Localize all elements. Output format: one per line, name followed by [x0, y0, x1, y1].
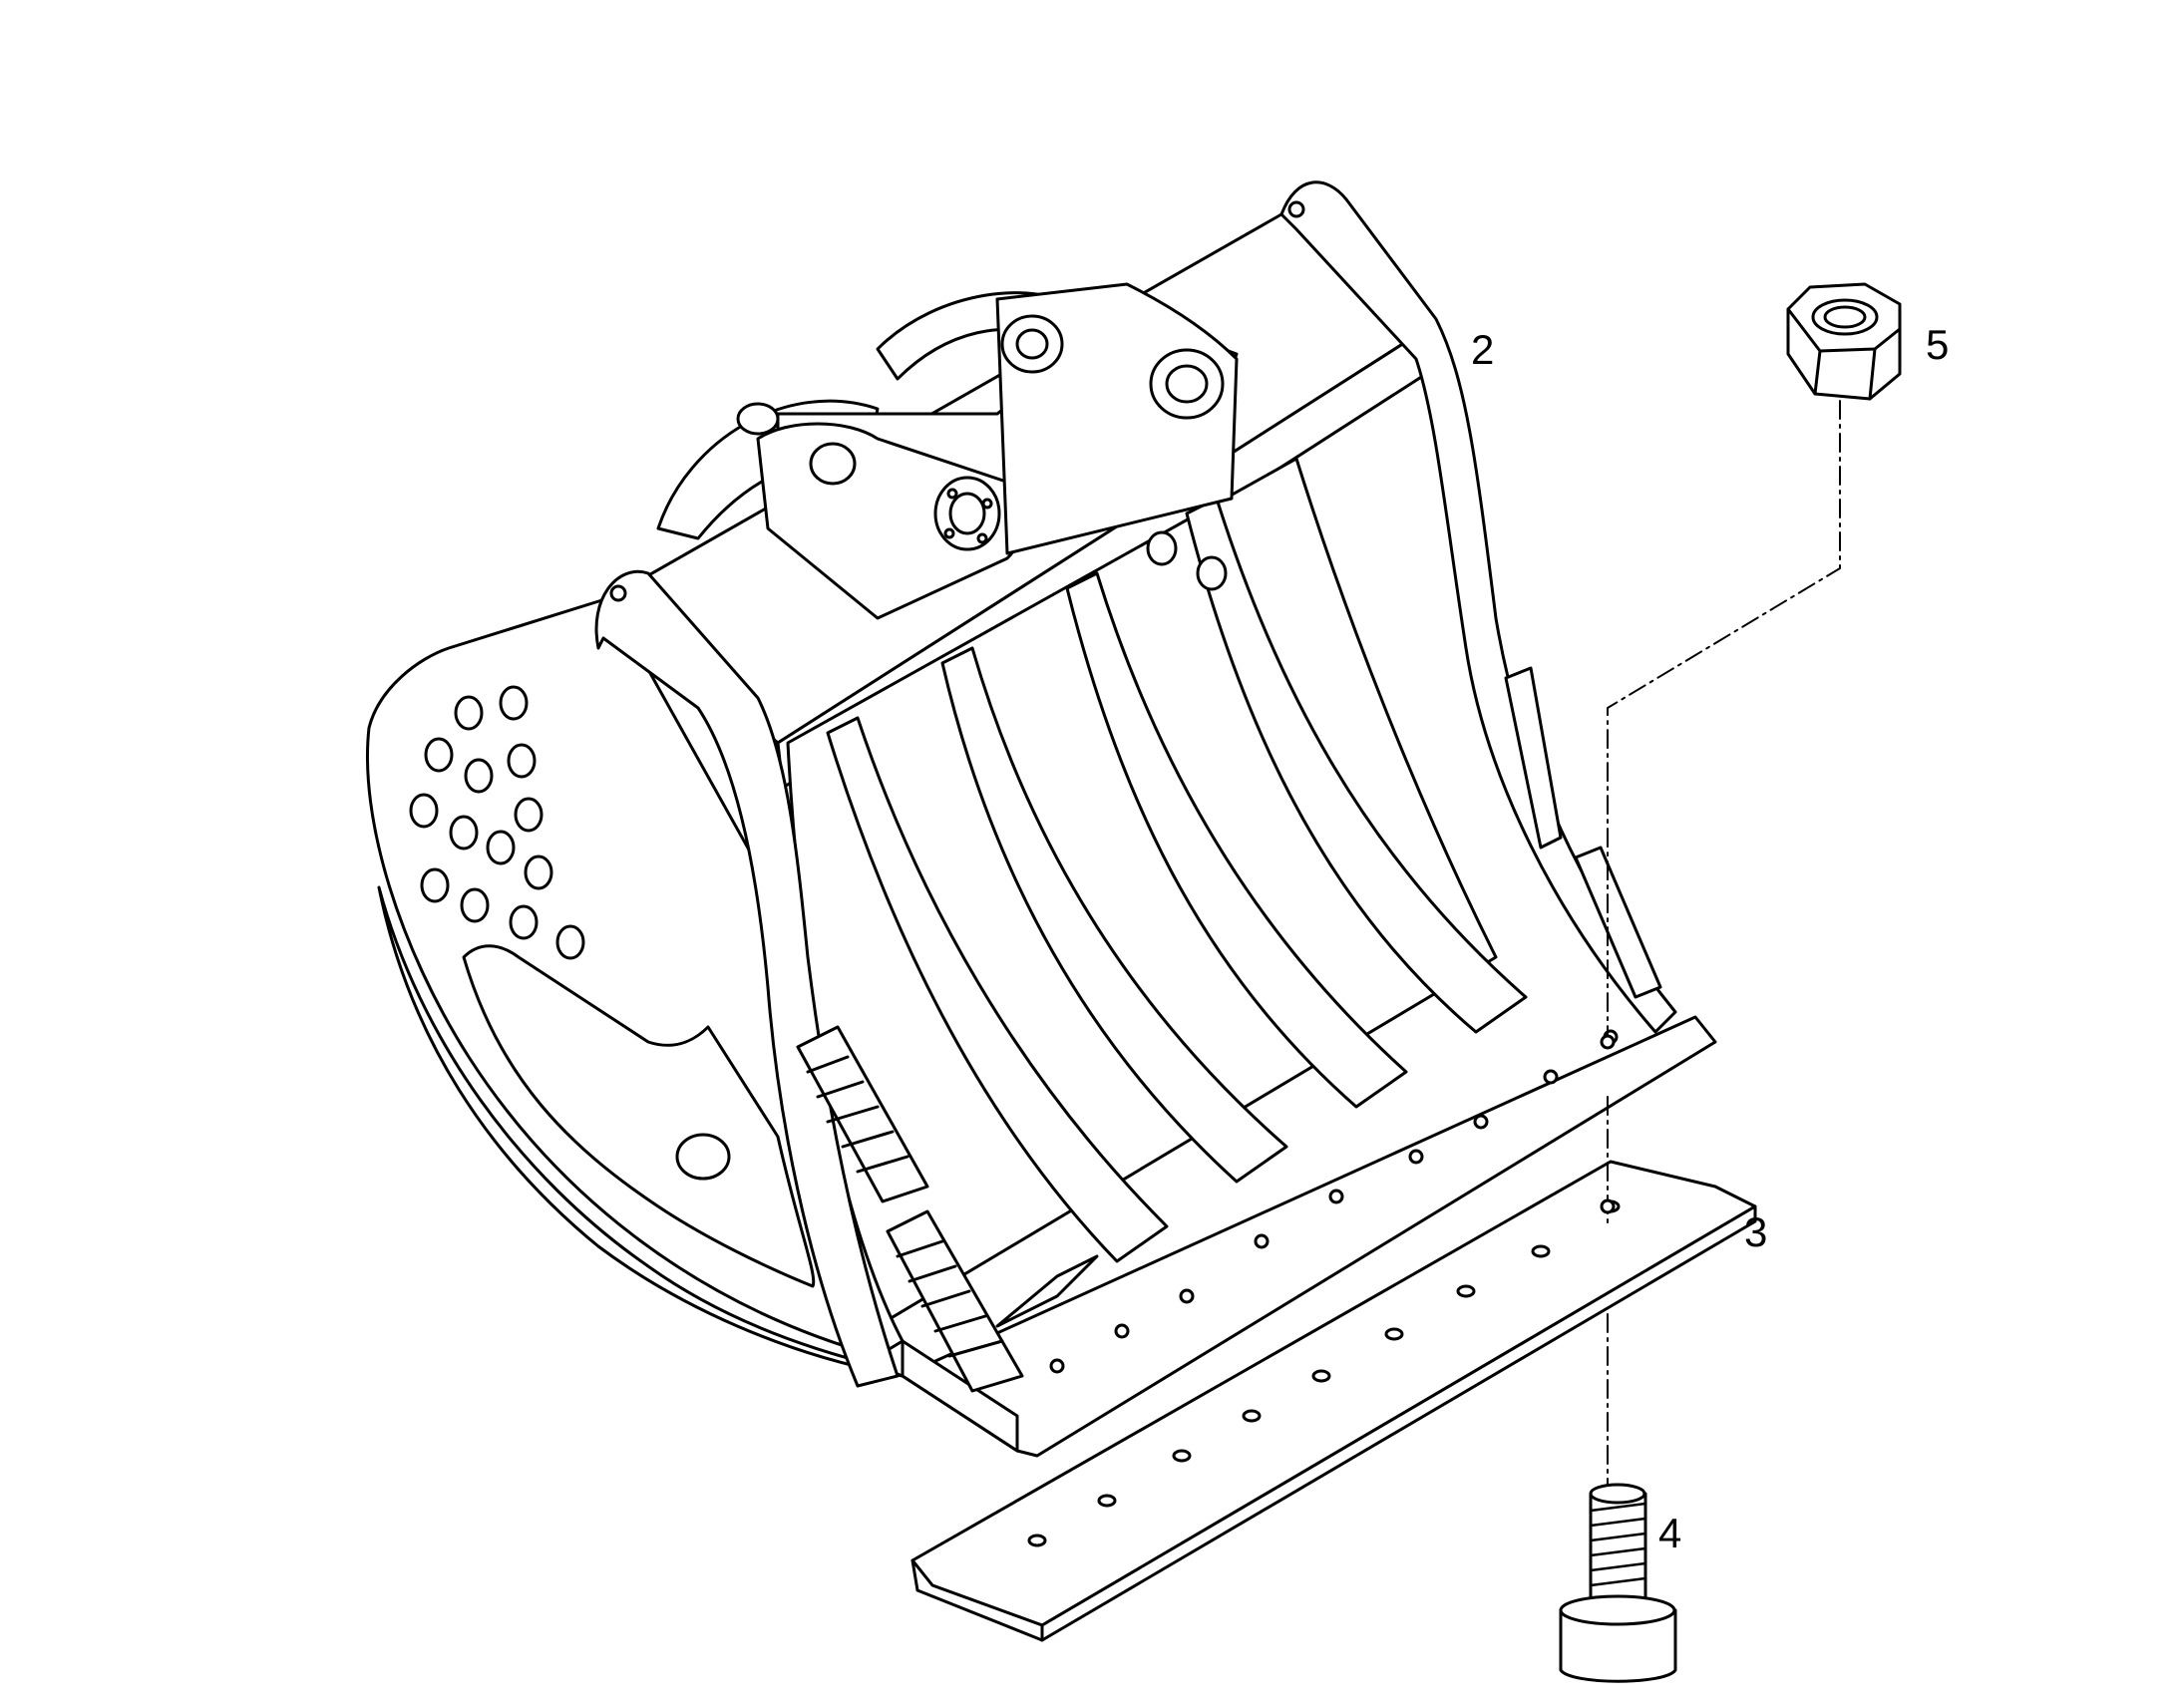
- side-hole: [460, 887, 490, 923]
- wear-pad: [1574, 846, 1662, 999]
- side-hole: [507, 743, 537, 779]
- edge-hole: [1242, 1409, 1262, 1423]
- pin-boss-inner: [948, 492, 986, 535]
- thread-line: [1589, 1576, 1647, 1587]
- right-side-plate-hole: [1287, 200, 1305, 218]
- pin-boss-bolt: [976, 532, 988, 544]
- side-plate-cutout: [462, 944, 816, 1288]
- bucket-base-plate-front: [901, 1339, 1019, 1453]
- bolt-hole: [1328, 1189, 1344, 1204]
- centerline-nut-to-bucket: [1607, 400, 1841, 1043]
- wear-pad: [1504, 666, 1563, 850]
- callout-bolt: 4: [1658, 1510, 1682, 1556]
- callout-cutting-edge: 3: [1744, 1208, 1768, 1255]
- wear-pad-rib: [856, 1155, 909, 1174]
- pin-boss-bolt: [981, 498, 993, 510]
- wear-pad: [796, 1025, 929, 1203]
- thread-line: [1589, 1517, 1647, 1528]
- pin-boss-bolt: [943, 527, 955, 539]
- wear-pad-rib: [920, 1289, 971, 1308]
- wear-pad-rib: [841, 1130, 895, 1149]
- nut-edge: [1813, 349, 1822, 396]
- hex-nut: [1786, 282, 1902, 401]
- edge-hole: [1097, 1494, 1117, 1508]
- edge-hole: [1027, 1534, 1047, 1547]
- thread-line: [1589, 1546, 1647, 1557]
- side-hole: [555, 924, 585, 960]
- side-hole: [509, 904, 539, 940]
- wear-pad-rib: [826, 1105, 880, 1124]
- wear-pad-rib: [806, 1055, 850, 1074]
- bolt-hole: [1179, 1288, 1195, 1304]
- thread-line: [1589, 1532, 1647, 1542]
- assembly-hole-edge: [1600, 1198, 1616, 1214]
- side-hole: [454, 695, 484, 731]
- pin-boss-inner: [1015, 328, 1049, 360]
- bolt: [1559, 1483, 1677, 1683]
- edge-hole: [1384, 1327, 1404, 1341]
- side-hole: [499, 685, 529, 721]
- pin-boss-inner: [1165, 364, 1209, 404]
- callout-nut: 5: [1926, 321, 1950, 368]
- wear-pad-rib: [816, 1080, 865, 1099]
- wear-pad-rib: [947, 1339, 1004, 1358]
- side-hole: [409, 793, 439, 829]
- nut-thread-inner: [1823, 305, 1867, 329]
- side-plate-holes: [409, 685, 585, 960]
- pin-boss-bolt: [946, 488, 958, 500]
- rib: [1065, 571, 1408, 1109]
- side-plate-mount-hole: [675, 1133, 731, 1181]
- pin-bosses: [736, 314, 1225, 551]
- bolt-hole: [1473, 1114, 1489, 1130]
- back-sheet-hole: [1196, 555, 1228, 591]
- wear-pad-rib: [908, 1264, 957, 1283]
- bolt-head: [1559, 1608, 1677, 1683]
- cutting-edge-bevel: [1040, 1204, 1757, 1642]
- bucket: [365, 180, 1717, 1458]
- cutting-edge-holes: [1027, 1199, 1621, 1547]
- left-side-plate-rim: [377, 885, 905, 1378]
- callout-bucket: 2: [1471, 326, 1495, 373]
- edge-hole: [1456, 1284, 1476, 1298]
- lug-hole: [609, 584, 627, 602]
- rib: [995, 1254, 1099, 1328]
- bucket-ribs: [826, 497, 1528, 1328]
- thread-line: [1589, 1561, 1647, 1572]
- side-hole: [524, 854, 553, 890]
- bolt-hole: [1114, 1323, 1130, 1339]
- edge-hole: [1311, 1369, 1331, 1383]
- cutting-edge: [910, 1160, 1757, 1642]
- pin-boss: [736, 402, 780, 436]
- bolt-hole: [1408, 1149, 1424, 1165]
- side-hole: [424, 737, 454, 773]
- wear-pad-rib: [933, 1314, 987, 1333]
- nut-edge: [1868, 347, 1877, 401]
- bolt-tip: [1589, 1483, 1646, 1505]
- base-plate-bolt-holes: [1049, 1029, 1619, 1374]
- assembly-hole-bucket: [1600, 1034, 1616, 1050]
- rib: [826, 716, 1169, 1263]
- side-hole: [514, 797, 544, 833]
- side-hole: [449, 815, 479, 851]
- bolt-hole: [1543, 1069, 1559, 1085]
- thread-line: [1589, 1502, 1647, 1513]
- side-hole: [420, 867, 450, 903]
- pin-boss: [809, 442, 857, 486]
- bolt-head-top: [1559, 1594, 1676, 1626]
- rib: [940, 646, 1288, 1184]
- rib: [1185, 497, 1528, 1034]
- left-lug-plate: [594, 569, 900, 1388]
- edge-hole: [1172, 1449, 1192, 1463]
- bolt-hole: [1049, 1358, 1065, 1374]
- wear-pads: [796, 666, 1662, 1393]
- edge-hole: [1531, 1244, 1551, 1258]
- wear-pad-rib: [896, 1239, 944, 1258]
- bolt-hole: [1254, 1233, 1270, 1249]
- side-hole: [486, 830, 516, 865]
- back-sheet-hole: [1146, 530, 1178, 566]
- bolt-thread: [1589, 1502, 1647, 1587]
- side-hole: [464, 758, 494, 794]
